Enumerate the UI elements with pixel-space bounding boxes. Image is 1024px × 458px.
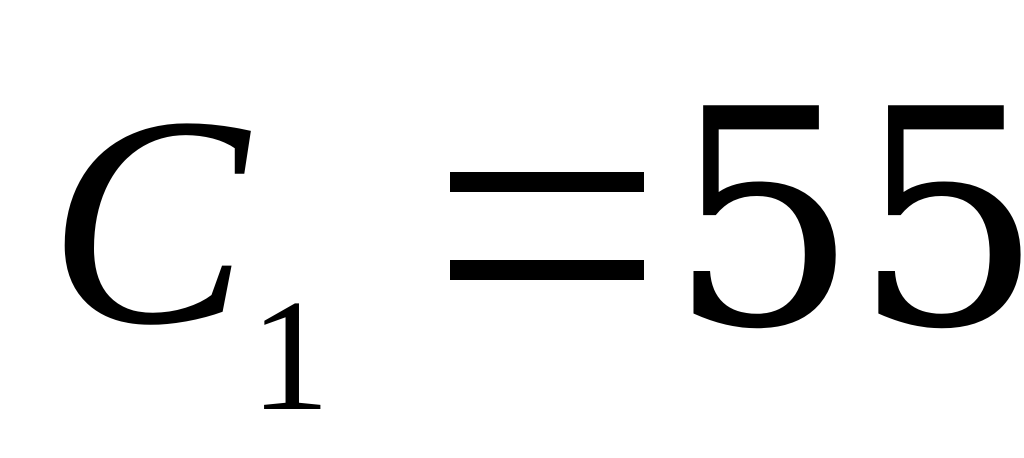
formula-value: 55 bbox=[668, 46, 1024, 395]
equals-sign bbox=[450, 172, 644, 282]
equals-sign-bottom-bar bbox=[450, 260, 644, 280]
formula-variable: C bbox=[48, 55, 249, 387]
formula-subscript: 1 bbox=[250, 266, 330, 444]
equals-sign-top-bar bbox=[450, 172, 644, 192]
